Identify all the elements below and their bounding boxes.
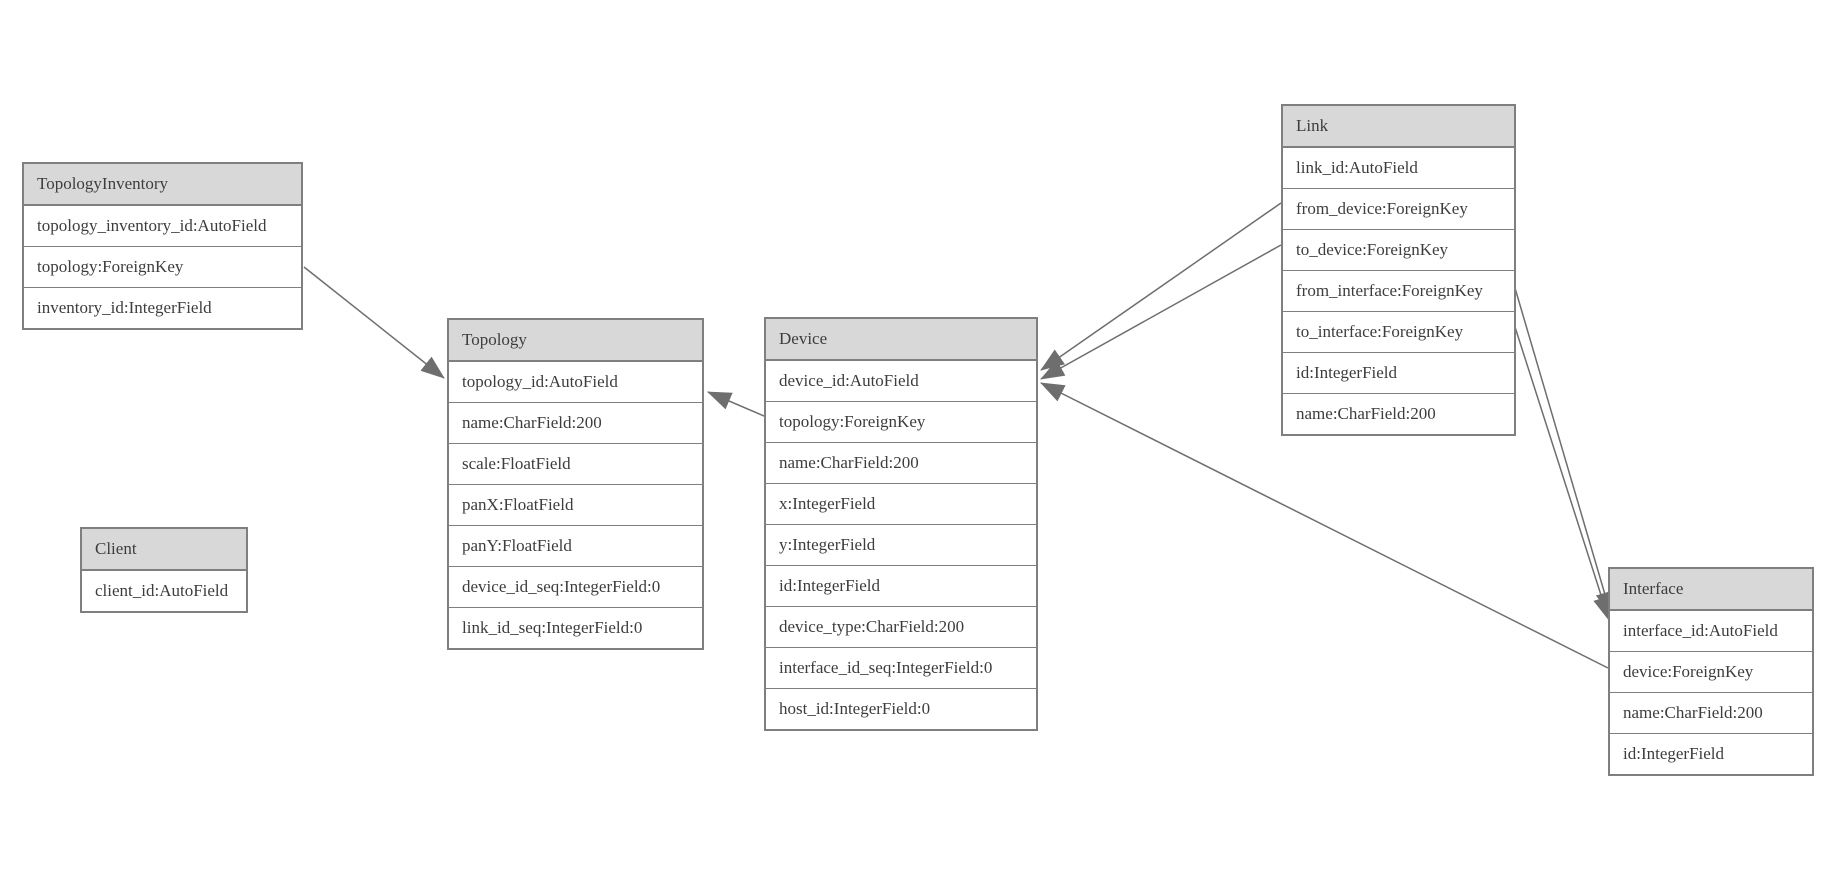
field-row-interface: name:CharField:200 <box>1610 693 1812 734</box>
entity-title-device: Device <box>766 319 1036 361</box>
field-row-link: from_interface:ForeignKey <box>1283 271 1514 312</box>
field-row-topology-inventory: topology_inventory_id:AutoField <box>24 206 301 247</box>
field-row-topology: scale:FloatField <box>449 444 702 485</box>
connector-link-to_interface-to-interface <box>1514 326 1611 621</box>
field-row-device: host_id:IntegerField:0 <box>766 689 1036 729</box>
field-row-topology-inventory: topology:ForeignKey <box>24 247 301 288</box>
connector-link-from_device-to-device <box>1040 202 1282 371</box>
entity-title-topology-inventory: TopologyInventory <box>24 164 301 206</box>
field-row-link: from_device:ForeignKey <box>1283 189 1514 230</box>
connector-link-to_device-to-device <box>1040 244 1282 380</box>
field-row-topology: name:CharField:200 <box>449 403 702 444</box>
entity-title-client: Client <box>82 529 246 571</box>
field-row-link: id:IntegerField <box>1283 353 1514 394</box>
field-row-topology: topology_id:AutoField <box>449 362 702 403</box>
field-row-device: device_type:CharField:200 <box>766 607 1036 648</box>
field-row-link: link_id:AutoField <box>1283 148 1514 189</box>
field-row-client: client_id:AutoField <box>82 571 246 611</box>
field-row-device: y:IntegerField <box>766 525 1036 566</box>
field-row-topology: link_id_seq:IntegerField:0 <box>449 608 702 648</box>
entity-title-link: Link <box>1283 106 1514 148</box>
field-row-topology-inventory: inventory_id:IntegerField <box>24 288 301 328</box>
field-row-device: interface_id_seq:IntegerField:0 <box>766 648 1036 689</box>
field-row-interface: interface_id:AutoField <box>1610 611 1812 652</box>
field-row-topology: panY:FloatField <box>449 526 702 567</box>
field-row-device: id:IntegerField <box>766 566 1036 607</box>
field-row-device: x:IntegerField <box>766 484 1036 525</box>
field-row-topology: device_id_seq:IntegerField:0 <box>449 567 702 608</box>
entity-title-topology: Topology <box>449 320 702 362</box>
field-row-device: name:CharField:200 <box>766 443 1036 484</box>
field-row-topology: panX:FloatField <box>449 485 702 526</box>
field-row-link: name:CharField:200 <box>1283 394 1514 434</box>
entity-title-interface: Interface <box>1610 569 1812 611</box>
field-row-link: to_interface:ForeignKey <box>1283 312 1514 353</box>
connector-device-topology-to-topology <box>707 391 765 417</box>
connector-link-from_interface-to-interface <box>1514 287 1614 616</box>
field-row-link: to_device:ForeignKey <box>1283 230 1514 271</box>
field-row-interface: device:ForeignKey <box>1610 652 1812 693</box>
field-row-device: topology:ForeignKey <box>766 402 1036 443</box>
field-row-device: device_id:AutoField <box>766 361 1036 402</box>
field-row-interface: id:IntegerField <box>1610 734 1812 774</box>
connector-topologyinventory-topology-to-topology <box>303 266 445 379</box>
